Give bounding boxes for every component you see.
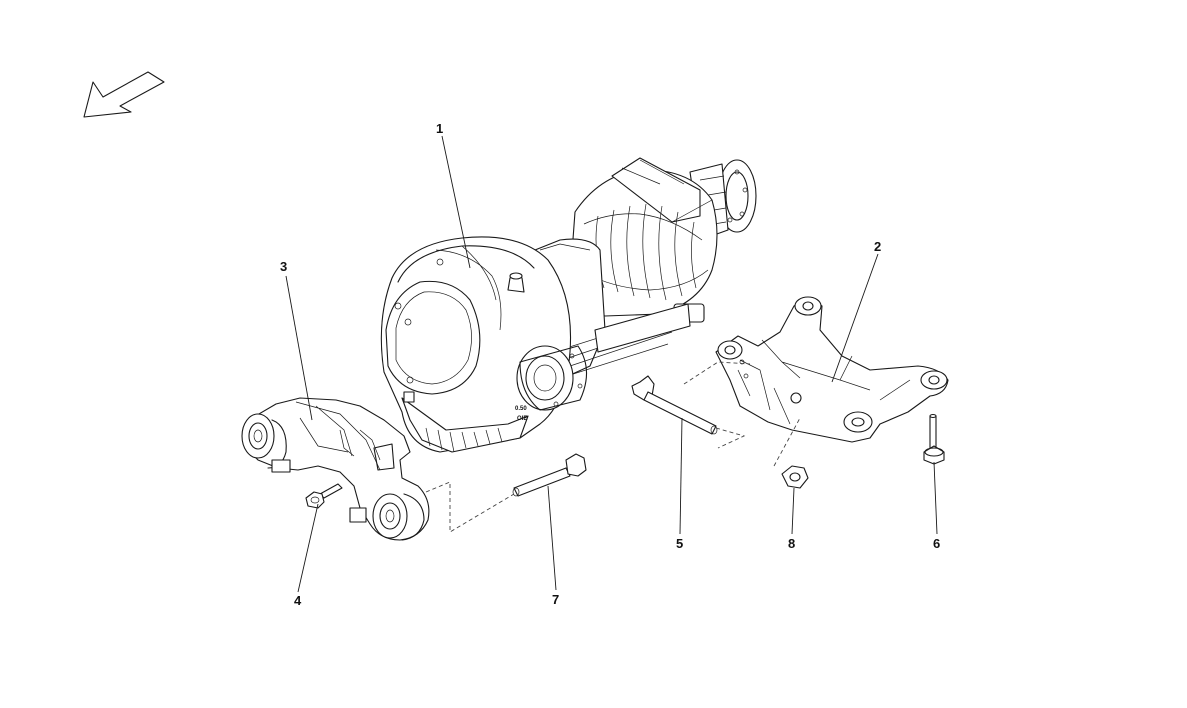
part-5-long-bolt[interactable]	[631, 375, 718, 435]
housing-marking-line-1: 0.50	[515, 406, 527, 412]
callout-2[interactable]: 2	[874, 239, 881, 254]
callout-leaders	[285, 135, 938, 593]
part-4-flange-nut[interactable]	[305, 483, 343, 509]
part-2-right-mounting-bracket[interactable]	[715, 296, 949, 443]
part-7-bolt[interactable]	[512, 453, 587, 497]
callout-4[interactable]: 4	[294, 593, 302, 608]
part-8-hex-nut[interactable]	[781, 465, 809, 489]
part-6-stud-bolt[interactable]	[923, 413, 945, 465]
part-3-left-mounting-bracket[interactable]	[241, 397, 430, 541]
direction-arrow-icon	[83, 71, 165, 118]
housing-marking-line-2: OIE	[517, 416, 527, 422]
callout-1[interactable]: 1	[436, 121, 443, 136]
part-1-differential-housing[interactable]: 0.50 OIE	[380, 157, 757, 453]
callout-5[interactable]: 5	[676, 536, 683, 551]
callout-labels: 1 2 3 4 5 6 7 8	[280, 121, 940, 608]
callout-3[interactable]: 3	[280, 259, 287, 274]
callout-8[interactable]: 8	[788, 536, 795, 551]
assembly-guide-lines	[425, 361, 801, 533]
callout-6[interactable]: 6	[933, 536, 940, 551]
callout-7[interactable]: 7	[552, 592, 559, 607]
